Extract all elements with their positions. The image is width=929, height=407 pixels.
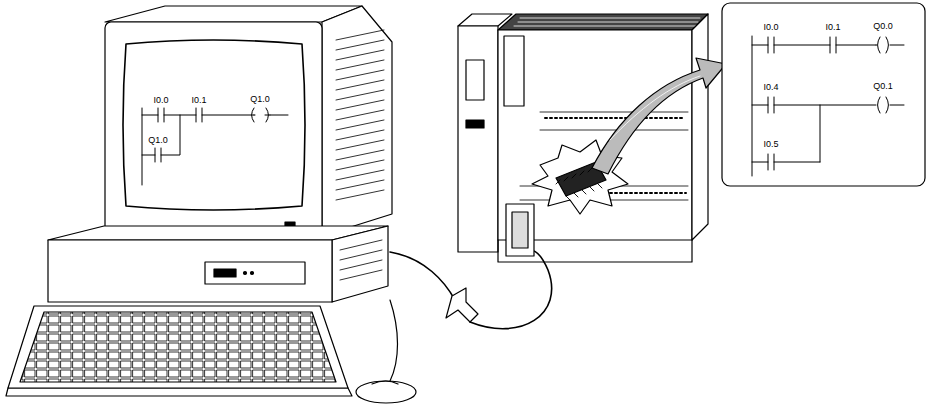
signal-label: I0.5	[762, 139, 779, 149]
screen-ladder	[142, 108, 288, 185]
keyboard	[6, 306, 352, 396]
plc	[458, 14, 708, 262]
signal-label: Q1.0	[249, 94, 271, 104]
zoom-ladder	[752, 36, 904, 176]
signal-label: Q0.0	[872, 21, 894, 31]
signal-label: I0.0	[762, 22, 779, 32]
system-unit	[48, 226, 388, 302]
signal-label: I0.0	[152, 95, 169, 105]
signal-label: Q0.1	[872, 81, 894, 91]
signal-label: I0.4	[762, 82, 779, 92]
signal-label: I0.1	[190, 95, 207, 105]
monitor	[105, 6, 392, 236]
mouse	[356, 300, 416, 403]
zoom-panel	[722, 3, 925, 186]
signal-label: I0.1	[824, 22, 841, 32]
signal-label: Q1.0	[147, 135, 169, 145]
transfer-arrow	[592, 58, 726, 174]
